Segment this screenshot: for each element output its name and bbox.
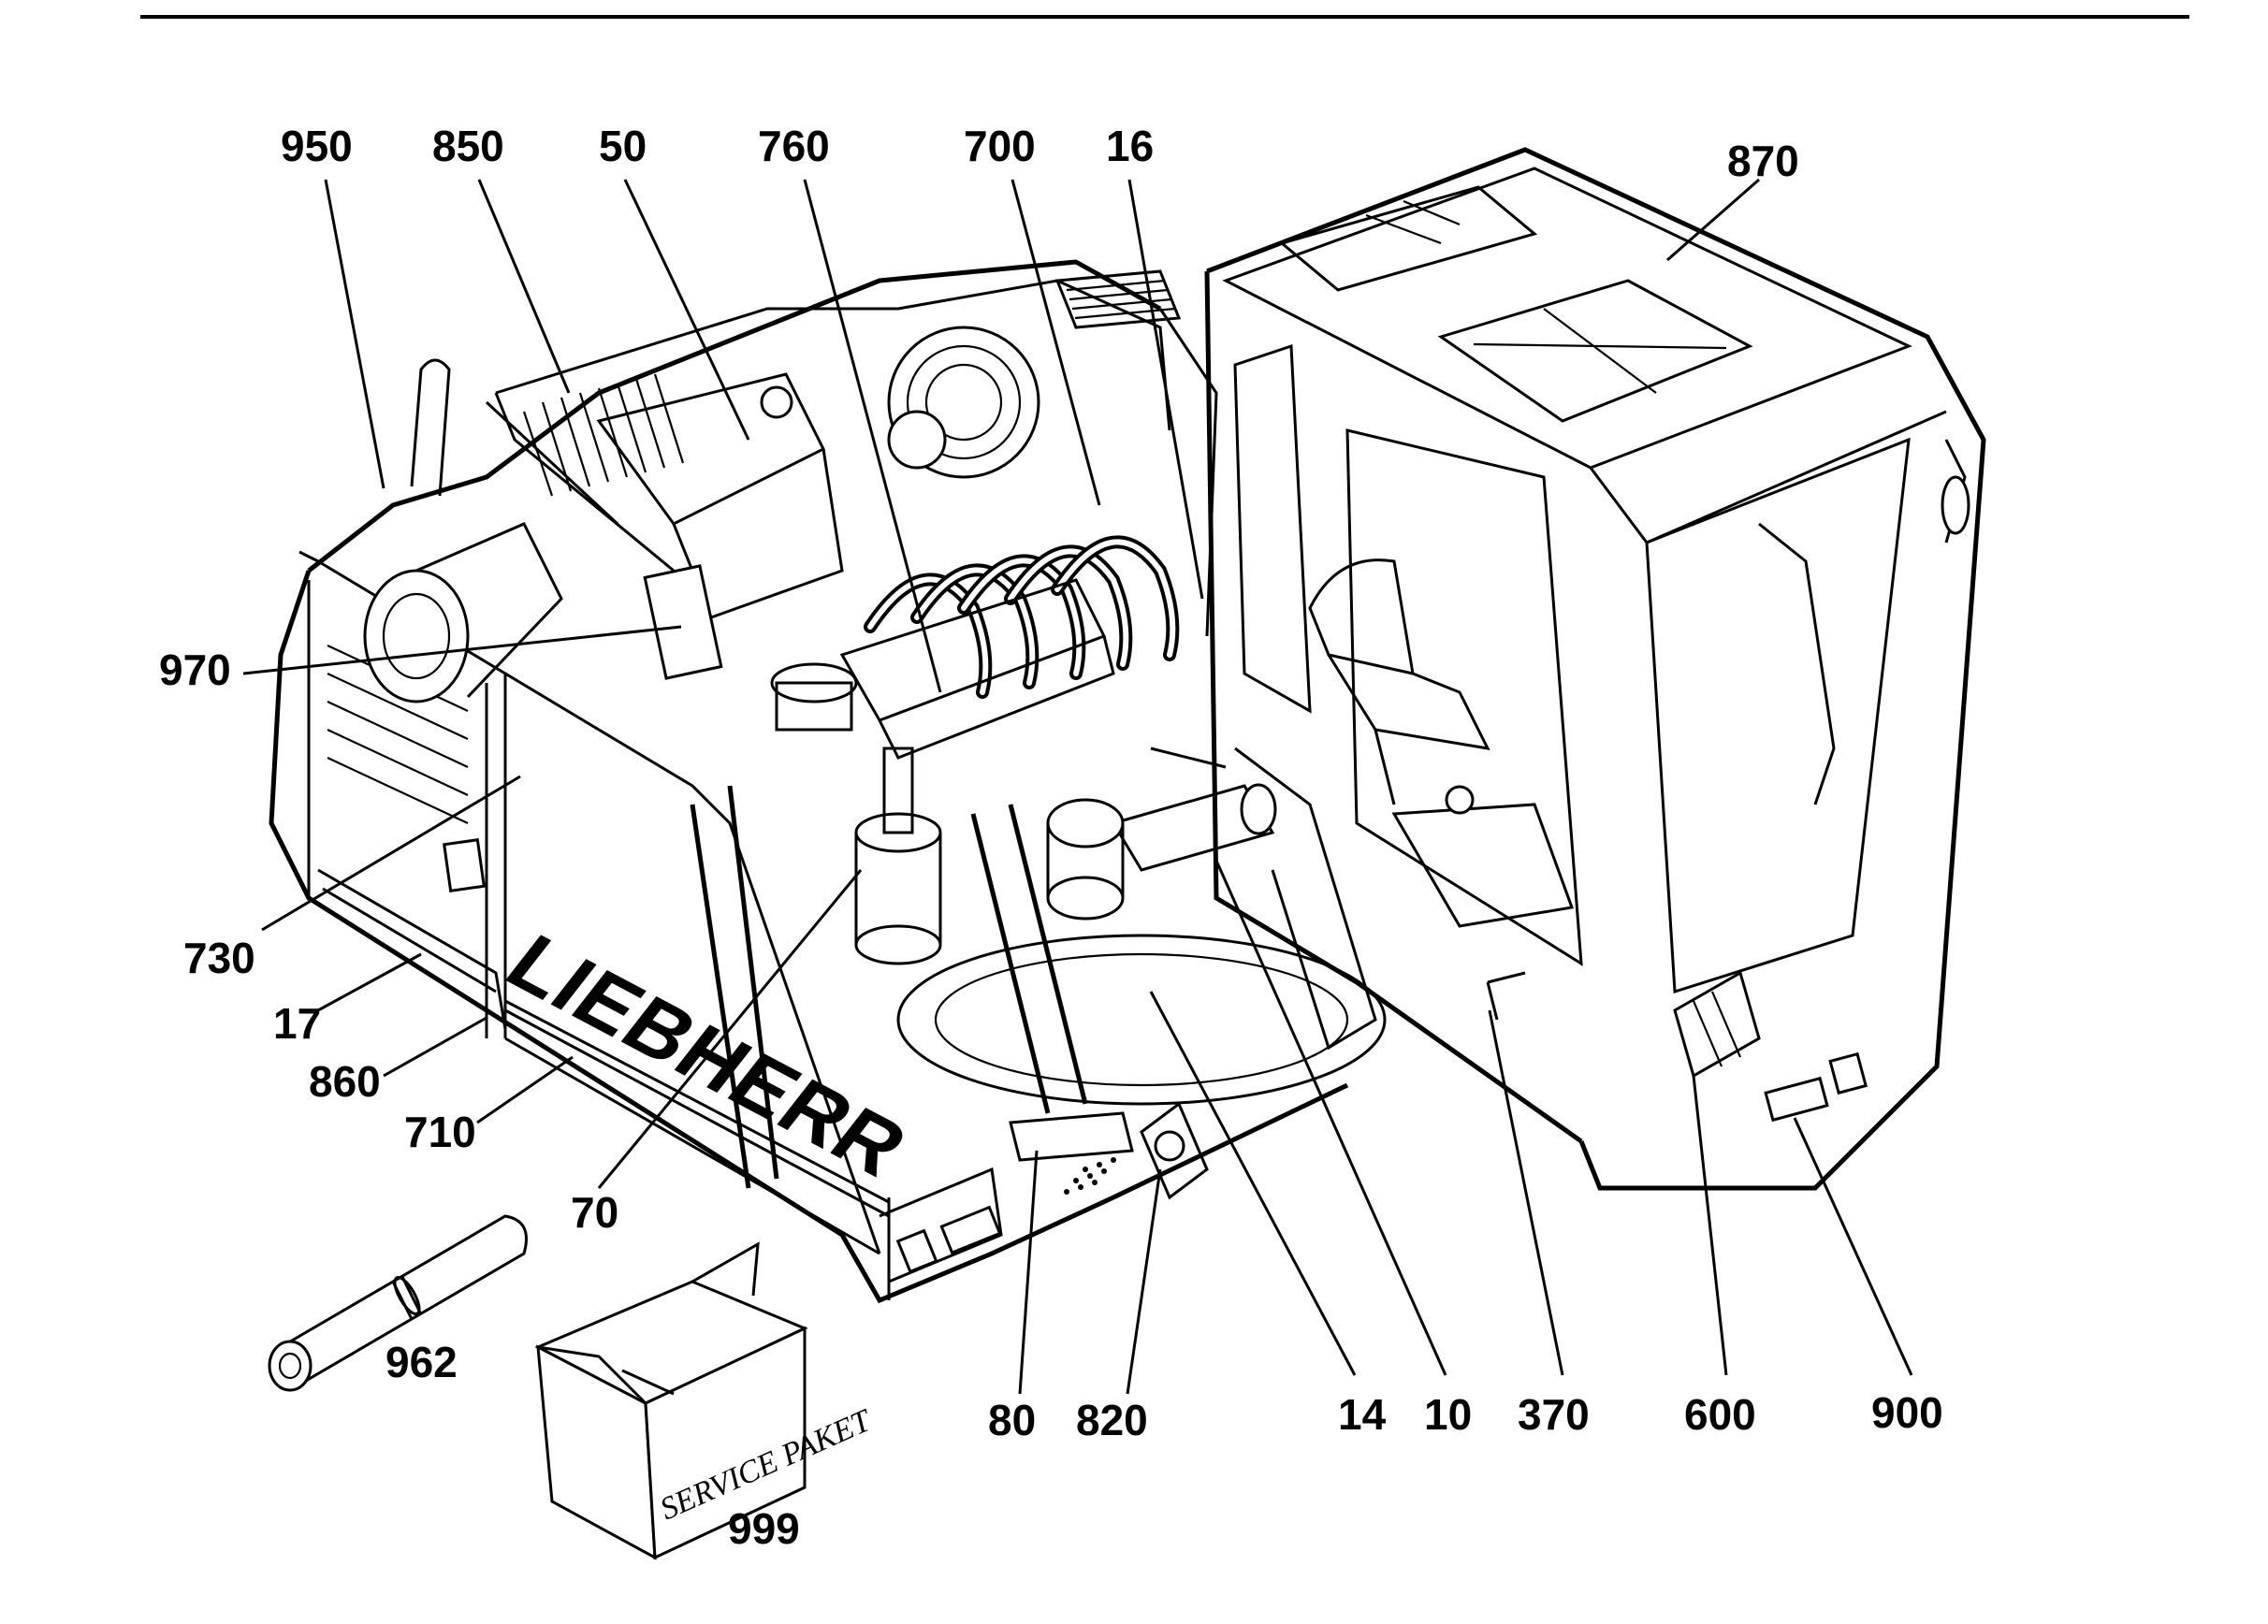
operator-cab xyxy=(1204,147,1986,1191)
vent-grid xyxy=(1064,1157,1116,1195)
swing-ring xyxy=(896,934,1387,1106)
callout-600: 600 xyxy=(1684,1390,1756,1439)
callout-17: 17 xyxy=(273,999,321,1048)
leader-870 xyxy=(1666,178,1760,262)
callout-970: 970 xyxy=(159,645,231,694)
swing-motor xyxy=(854,747,942,965)
callout-870: 870 xyxy=(1727,137,1799,185)
leader-900 xyxy=(1793,1117,1913,1376)
service-box xyxy=(534,1241,808,1560)
leader-760 xyxy=(803,179,942,693)
leader-700 xyxy=(1010,179,1101,506)
radiator-grille xyxy=(1054,269,1182,329)
callout-50: 50 xyxy=(599,122,647,170)
callout-10: 10 xyxy=(1424,1390,1472,1439)
callout-962: 962 xyxy=(385,1338,458,1386)
machine-body xyxy=(269,259,1387,1304)
leader-lines xyxy=(242,178,1913,1395)
callout-370: 370 xyxy=(1518,1390,1590,1439)
leader-970 xyxy=(242,625,682,675)
leader-10 xyxy=(1214,860,1447,1376)
leader-80 xyxy=(1018,1150,1039,1395)
side-vent xyxy=(327,645,469,824)
leader-820 xyxy=(1126,1168,1162,1395)
callout-950: 950 xyxy=(281,122,353,170)
callout-730: 730 xyxy=(183,934,255,982)
leader-14 xyxy=(1149,991,1357,1376)
rolled-cover xyxy=(268,1214,528,1392)
callout-850: 850 xyxy=(432,122,504,170)
callout-700: 700 xyxy=(964,122,1036,170)
callout-999: 999 xyxy=(728,1504,800,1553)
callout-820: 820 xyxy=(1076,1396,1148,1444)
leader-600 xyxy=(1692,1075,1728,1376)
operator-seat xyxy=(1308,558,1490,805)
leader-16 xyxy=(1127,179,1204,600)
boom-pin-tube xyxy=(1111,747,1377,1051)
leader-710 xyxy=(476,1055,574,1124)
leader-860 xyxy=(383,1016,487,1078)
hood-ribs xyxy=(522,373,685,497)
leader-50 xyxy=(623,179,750,441)
callout-70: 70 xyxy=(571,1188,618,1237)
callout-860: 860 xyxy=(309,1057,381,1106)
hydraulic-hoses xyxy=(864,535,1180,699)
leader-950 xyxy=(324,179,385,489)
leader-850 xyxy=(477,179,571,394)
leader-17 xyxy=(317,952,422,1012)
callout-14: 14 xyxy=(1338,1390,1387,1439)
callout-80: 80 xyxy=(988,1396,1036,1444)
leader-370 xyxy=(1488,1009,1564,1376)
callout-760: 760 xyxy=(758,122,830,170)
leader-730 xyxy=(261,775,521,932)
callout-710: 710 xyxy=(404,1108,476,1156)
callout-900: 900 xyxy=(1871,1388,1943,1437)
callout-labels: 950 850 50 760 700 16 870 970 730 17 860… xyxy=(159,122,1943,1553)
leader-70 xyxy=(597,869,863,1189)
callout-16: 16 xyxy=(1106,122,1154,170)
